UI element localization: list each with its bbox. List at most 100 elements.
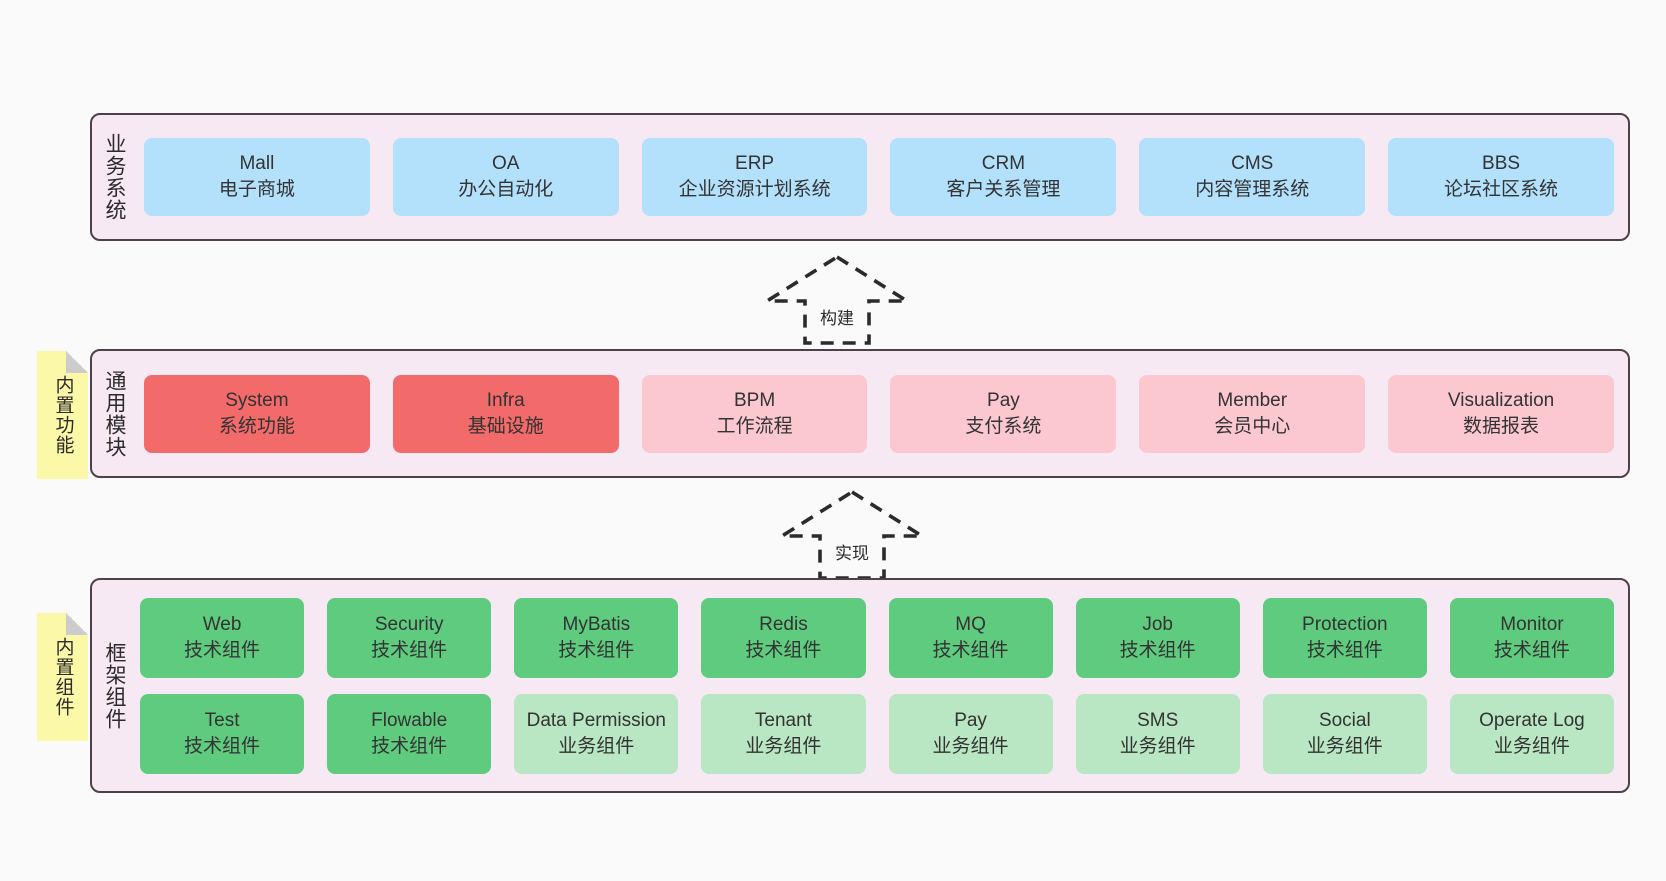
node-title: SMS [1137,709,1179,731]
node-title: Security [374,613,444,635]
node-title: MQ [955,613,986,635]
node-subtitle: 技术组件 [558,639,635,661]
node-redis[interactable]: Redis 技术组件 [701,597,866,678]
node-title: ERP [735,153,775,175]
node-title: Flowable [371,709,448,731]
node-tenant[interactable]: Tenant 业务组件 [701,693,866,774]
node-flowable[interactable]: Flowable 技术组件 [327,693,492,774]
node-title: CRM [981,153,1026,175]
node-oa[interactable]: OA 办公自动化 [392,138,619,216]
node-job[interactable]: Job 技术组件 [1075,597,1240,678]
node-subtitle: 客户关系管理 [946,179,1061,200]
node-subtitle: 技术组件 [1306,639,1383,661]
node-title: Protection [1302,613,1388,635]
node-subtitle: 基础设施 [467,415,544,437]
node-title: Social [1318,709,1371,731]
layer-title-framework: 框架组件 [102,641,126,730]
node-title: Web [202,613,242,635]
node-title: BBS [1482,153,1521,175]
node-subtitle: 业务组件 [932,735,1009,757]
node-subtitle: 数据报表 [1463,415,1540,437]
layer-title-common: 通用模块 [102,369,126,458]
node-subtitle: 业务组件 [1493,735,1570,757]
node-crm[interactable]: CRM 客户关系管理 [890,138,1117,216]
node-mybatis[interactable]: MyBatis 技术组件 [514,597,679,678]
layer-title-business: 业务系统 [102,133,126,221]
node-cms[interactable]: CMS 内容管理系统 [1139,138,1366,216]
node-subtitle: 业务组件 [1306,735,1383,757]
node-subtitle: 会员中心 [1214,415,1291,437]
layer-business-systems: 业务系统 Mall 电子商城 OA 办公自动化 ERP 企业资源计划系统 CRM… [90,113,1630,241]
node-mall[interactable]: Mall 电子商城 [144,138,370,216]
node-pay-business[interactable]: Pay 业务组件 [888,693,1053,774]
node-row: Test 技术组件 Flowable 技术组件 Data Permission … [140,693,1614,774]
node-subtitle: 技术组件 [371,639,448,661]
node-visualization[interactable]: Visualization 数据报表 [1388,374,1614,453]
layer-body-common: System 系统功能 Infra 基础设施 BPM 工作流程 Pay 支付系统… [136,351,1628,476]
layer-framework-components: 框架组件 Web 技术组件 Security 技术组件 MyBatis 技术组件… [90,578,1630,793]
node-subtitle: 电子商城 [218,179,295,200]
node-subtitle: 技术组件 [932,639,1009,661]
node-title: System [225,389,289,411]
layer-body-framework: Web 技术组件 Security 技术组件 MyBatis 技术组件 Redi… [136,580,1628,791]
node-title: Mall [239,153,275,175]
node-sms[interactable]: SMS 业务组件 [1075,693,1240,774]
node-operate-log[interactable]: Operate Log 业务组件 [1449,693,1614,774]
node-subtitle: 企业资源计划系统 [678,179,831,200]
node-subtitle: 业务组件 [745,735,822,757]
node-title: Infra [486,389,525,411]
node-title: MyBatis [562,613,631,635]
layer-common-modules: 通用模块 System 系统功能 Infra 基础设施 BPM 工作流程 Pay… [90,349,1630,478]
node-subtitle: 技术组件 [1493,639,1570,661]
node-subtitle: 工作流程 [716,415,793,437]
sticky-note-builtin-features: 内置功能 [37,351,88,479]
layer-body-business: Mall 电子商城 OA 办公自动化 ERP 企业资源计划系统 CRM 客户关系… [136,115,1628,239]
sticky-note-builtin-components: 内置组件 [37,613,88,741]
node-row: Web 技术组件 Security 技术组件 MyBatis 技术组件 Redi… [140,597,1614,678]
node-title: Operate Log [1479,709,1585,731]
node-subtitle: 技术组件 [1119,639,1196,661]
node-row: System 系统功能 Infra 基础设施 BPM 工作流程 Pay 支付系统… [144,374,1614,453]
node-bbs[interactable]: BBS 论坛社区系统 [1388,138,1614,216]
node-title: OA [492,153,520,175]
node-title: Member [1217,389,1288,411]
node-subtitle: 技术组件 [371,735,448,757]
node-data-permission[interactable]: Data Permission 业务组件 [514,693,679,774]
node-subtitle: 支付系统 [965,415,1042,437]
node-pay[interactable]: Pay 支付系统 [890,374,1117,453]
node-system[interactable]: System 系统功能 [144,374,370,453]
arrow-build: 构建 [757,253,917,345]
node-monitor[interactable]: Monitor 技术组件 [1449,597,1614,678]
node-title: CMS [1231,153,1274,175]
node-title: Pay [987,389,1020,411]
node-subtitle: 技术组件 [745,639,822,661]
node-title: Tenant [754,709,812,731]
node-title: Data Permission [526,709,666,731]
node-security[interactable]: Security 技术组件 [327,597,492,678]
node-web[interactable]: Web 技术组件 [140,597,305,678]
node-bpm[interactable]: BPM 工作流程 [641,374,868,453]
node-social[interactable]: Social 业务组件 [1262,693,1427,774]
node-title: Test [204,709,240,731]
node-row: Mall 电子商城 OA 办公自动化 ERP 企业资源计划系统 CRM 客户关系… [144,138,1614,216]
node-subtitle: 论坛社区系统 [1444,179,1559,200]
node-title: Monitor [1500,613,1564,635]
node-title: BPM [733,389,776,411]
node-mq[interactable]: MQ 技术组件 [888,597,1053,678]
node-title: Job [1142,613,1173,635]
node-protection[interactable]: Protection 技术组件 [1262,597,1427,678]
node-title: Pay [954,709,987,731]
node-subtitle: 技术组件 [184,735,261,757]
node-title: Visualization [1447,389,1555,411]
arrow-implement: 实现 [772,488,932,580]
node-erp[interactable]: ERP 企业资源计划系统 [641,138,868,216]
node-subtitle: 业务组件 [1119,735,1196,757]
node-title: Redis [759,613,808,635]
node-infra[interactable]: Infra 基础设施 [392,374,619,453]
node-subtitle: 办公自动化 [458,179,554,200]
node-test[interactable]: Test 技术组件 [140,693,305,774]
node-subtitle: 内容管理系统 [1195,179,1310,200]
node-member[interactable]: Member 会员中心 [1139,374,1366,453]
node-subtitle: 业务组件 [558,735,635,757]
